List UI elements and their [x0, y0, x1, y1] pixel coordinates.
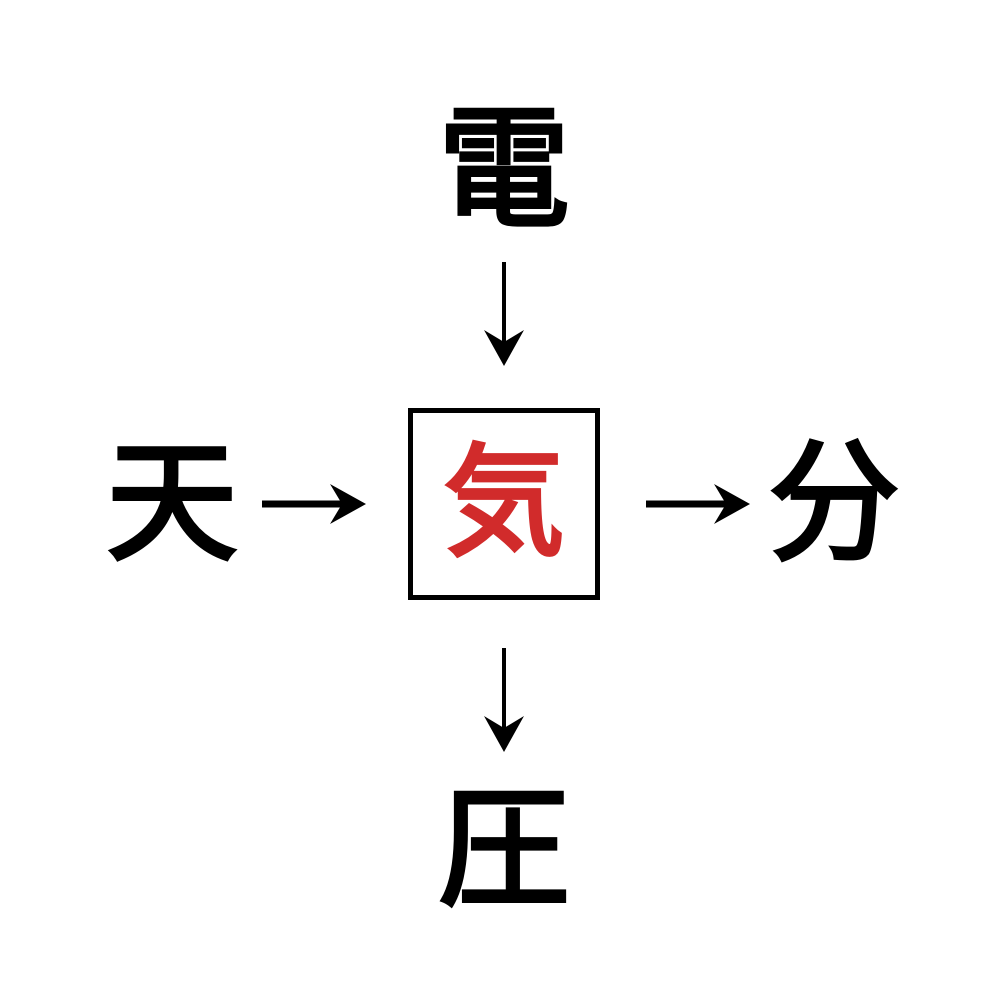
kanji-node-center: 気: [443, 432, 565, 574]
arrow-down-top-to-center: [478, 262, 530, 366]
arrow-right-left-to-center: [262, 478, 366, 530]
kanji-node-top: 電: [438, 93, 570, 247]
kanji-node-left: 天: [106, 427, 238, 581]
arrow-down-center-to-bottom: [478, 648, 530, 752]
kanji-node-right: 分: [768, 427, 900, 581]
kanji-node-bottom: 圧: [438, 773, 570, 927]
arrow-right-center-to-right: [646, 478, 750, 530]
center-kanji-box: 気: [408, 408, 600, 600]
